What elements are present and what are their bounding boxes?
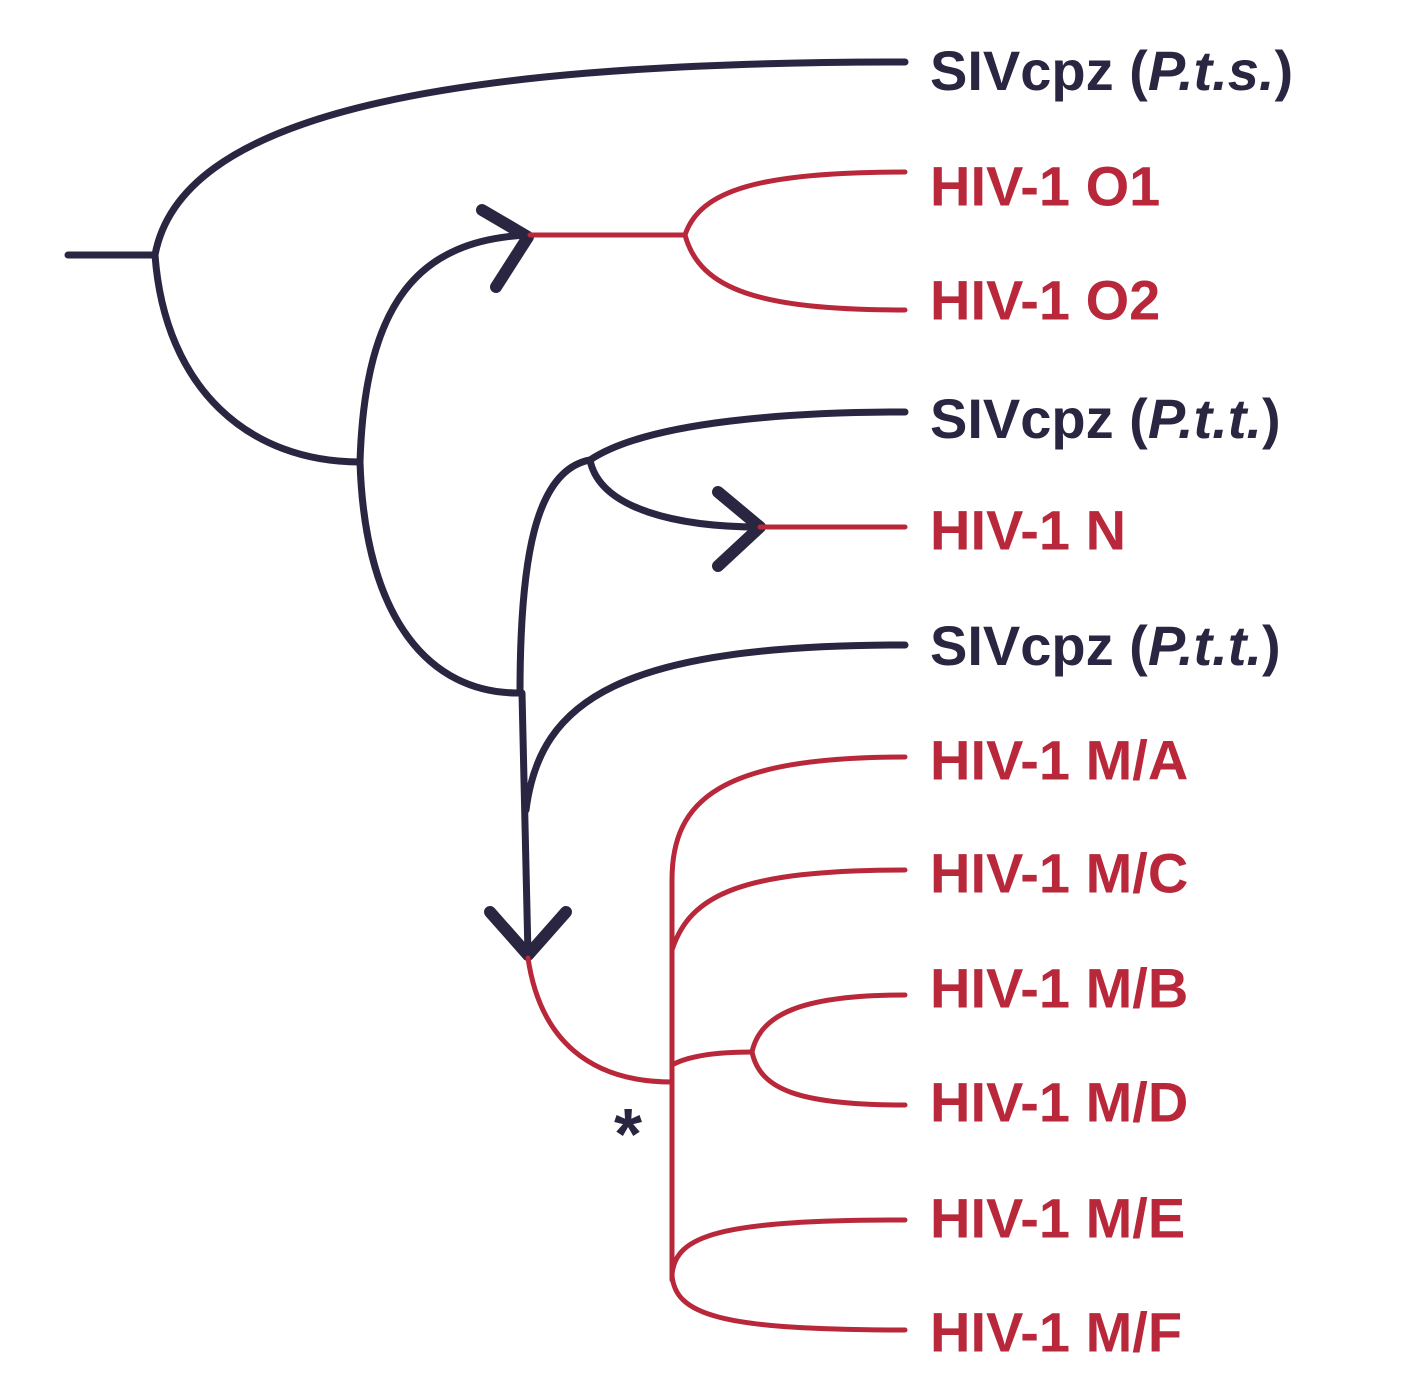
branch-mf (669, 1272, 908, 1333)
branch-md (749, 1049, 908, 1108)
leaf-hiv-mc: HIV-1 M/C (930, 842, 1188, 905)
branch-to-n (586, 456, 764, 531)
branch-to-o (356, 231, 532, 466)
branch-o1 (682, 169, 908, 238)
sivcpz-branches (64, 58, 909, 959)
leaf-hiv-me: HIV-1 M/E (930, 1187, 1185, 1250)
leaf-hiv-n: HIV-1 N (930, 499, 1126, 562)
branch-internal-1 (151, 251, 364, 466)
hiv-branches (525, 169, 908, 1333)
transmission-arrow-m-icon (484, 906, 572, 961)
leaf-hiv-md: HIV-1 M/D (930, 1071, 1188, 1134)
leaf-hiv-o2: HIV-1 O2 (930, 269, 1160, 332)
asterisk-marker: * (614, 1095, 642, 1175)
leaf-hiv-mf: HIV-1 M/F (930, 1301, 1182, 1364)
branch-group-m (525, 955, 675, 1085)
branch-to-m (518, 689, 532, 959)
transmission-arrow-o-icon (476, 204, 534, 293)
leaf-hiv-mb: HIV-1 M/B (930, 957, 1188, 1020)
branch-mc (669, 867, 908, 953)
leaf-hiv-o1: HIV-1 O1 (930, 155, 1160, 218)
branch-o2 (682, 232, 908, 313)
branch-mbd (669, 1049, 755, 1068)
leaf-sivcpz-pts: SIVcpz (P.t.s.) (930, 39, 1293, 102)
branch-pts (151, 58, 909, 259)
branch-mb (749, 992, 908, 1055)
leaf-labels: SIVcpz (P.t.s.) HIV-1 O1 HIV-1 O2 SIVcpz… (930, 39, 1293, 1364)
branch-ptt-2 (522, 641, 909, 814)
branch-ptt-1 (516, 408, 909, 697)
branch-ma (669, 754, 908, 883)
branch-internal-2 (356, 458, 522, 697)
leaf-hiv-ma: HIV-1 M/A (930, 729, 1188, 792)
leaf-sivcpz-ptt-1: SIVcpz (P.t.t.) (930, 387, 1281, 450)
leaf-sivcpz-ptt-2: SIVcpz (P.t.t.) (930, 614, 1281, 677)
branch-me (669, 1217, 908, 1278)
